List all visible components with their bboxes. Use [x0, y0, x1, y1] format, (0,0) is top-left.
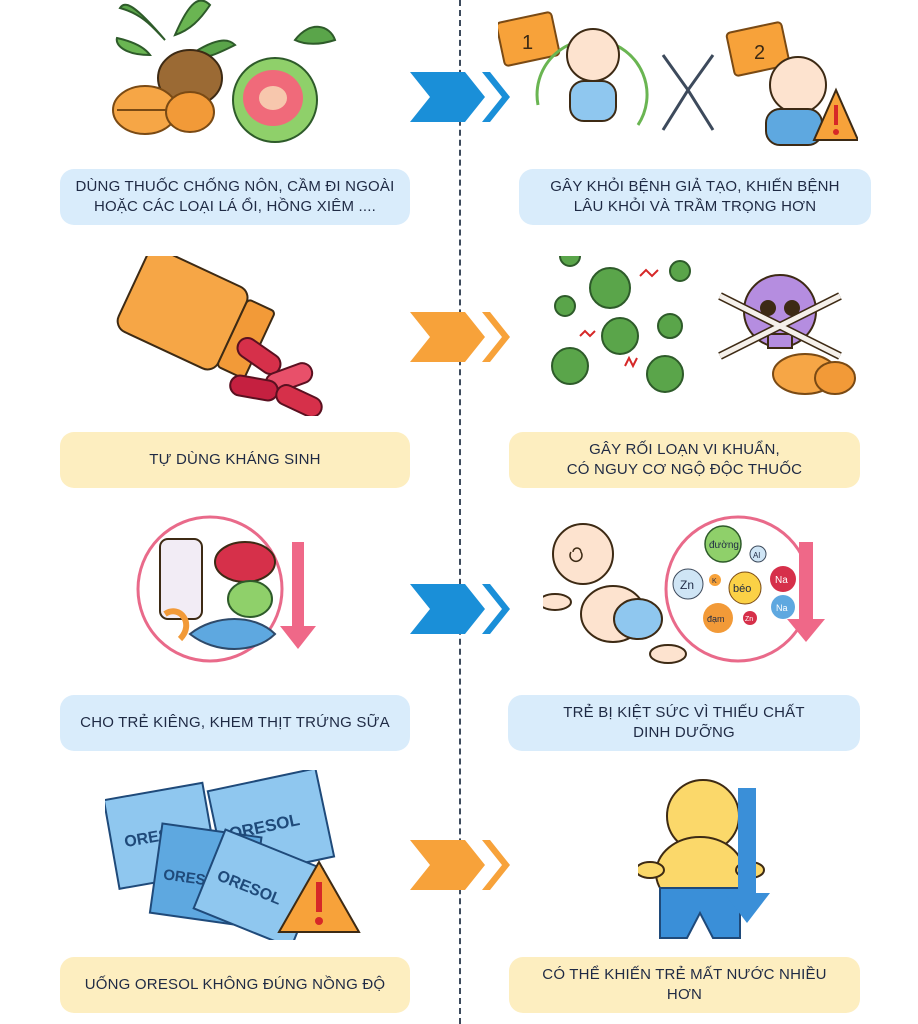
nutrient-dot [703, 603, 733, 633]
svg-text:Al: Al [753, 551, 760, 560]
svg-text:2: 2 [754, 42, 765, 64]
baby-body-icon [569, 80, 617, 122]
svg-text:đạm: đạm [707, 614, 725, 624]
sick-baby-head-icon [769, 56, 827, 114]
calendar-icon [725, 21, 791, 77]
svg-text:Na: Na [775, 575, 788, 586]
bacteria-icon [551, 347, 589, 385]
bacteria-icon [559, 256, 581, 267]
fish-icon [188, 618, 277, 650]
bacteria-icon [657, 313, 683, 339]
nutrient-dot [672, 568, 704, 600]
cause-text: CHO TRẺ KIÊNG, KHEM THỊT TRỨNG SỮA [80, 714, 390, 731]
diaper-icon [613, 598, 663, 640]
center-divider [459, 0, 461, 1024]
chevron-arrow-icon [410, 584, 510, 639]
cause-label-4: UỐNG ORESOL KHÔNG ĐÚNG NỒNG ĐỘ [60, 957, 410, 1013]
chevron-arrow-icon [410, 72, 510, 127]
svg-text:Na: Na [776, 603, 788, 613]
cause-label-1: DÙNG THUỐC CHỐNG NÔN, CẦM ĐI NGOÀI HOẶC … [60, 169, 410, 225]
antibiotic-bottle-illustration [105, 256, 335, 416]
nutrient-dot [704, 525, 742, 563]
vegetable-icon [227, 580, 273, 618]
effect-text: CÓ THỂ KHIẾN TRẺ MẤT NƯỚC NHIỀU HƠN [542, 966, 827, 1003]
baby-head-icon [566, 28, 620, 82]
cross-lines-icon [661, 54, 715, 131]
effect-text: GÂY RỐI LOẠN VI KHUẨN, CÓ NGUY CƠ NGỘ ĐỘ… [566, 441, 803, 478]
down-arrow-icon [799, 542, 813, 624]
effect-label-3: TRẺ BỊ KIỆT SỨC VÌ THIẾU CHẤT DINH DƯỠNG [508, 695, 860, 751]
bacteria-icon [669, 260, 691, 282]
milk-bottle-icon [159, 538, 203, 620]
row-2: TỰ DÙNG KHÁNG SINH GÂY RỐI LOẠN VI KHUẨN… [0, 256, 918, 512]
bacteria-poison-illustration [540, 256, 860, 406]
svg-text:đường: đường [709, 540, 739, 551]
nutrient-dot [728, 571, 762, 605]
cause-text: TỰ DÙNG KHÁNG SINH [149, 451, 321, 468]
food-restriction-illustration [135, 514, 335, 664]
dehydrated-baby-illustration [638, 778, 788, 948]
nutrient-dot [770, 566, 796, 592]
shrimp-icon [163, 608, 190, 642]
svg-text:béo: béo [733, 583, 751, 595]
baby-head-icon [552, 523, 614, 585]
nutrient-dot [743, 611, 757, 625]
oresol-packets-illustration: ORES ORESOL ORESOL ORESOL [105, 770, 365, 940]
pill-icon [814, 361, 856, 395]
svg-text:Zn: Zn [745, 616, 753, 623]
guava-leaf-icon [293, 25, 337, 45]
leaf-icon [115, 36, 152, 57]
calendar-icon [498, 11, 561, 67]
leaf-icon [173, 0, 212, 37]
leaf-icon [118, 3, 166, 41]
bacteria-icon [589, 267, 631, 309]
exhausted-baby-illustration: đường Al Zn K béo Na đạm Zn Na [543, 514, 833, 684]
fake-recovery-illustration: 1 2 [498, 5, 858, 155]
antidiarrheal-leaves-illustration [105, 0, 345, 150]
cause-text: DÙNG THUỐC CHỐNG NÔN, CẦM ĐI NGOÀI HOẶC … [75, 178, 395, 215]
row-1: 1 2 DÙNG THUỐC CHỐNG NÔN, CẦM ĐI NGOÀI H… [0, 0, 918, 256]
svg-text:1: 1 [522, 32, 533, 54]
cause-label-2: TỰ DÙNG KHÁNG SINH [60, 432, 410, 488]
bacteria-icon [601, 317, 639, 355]
chevron-arrow-icon [410, 840, 510, 895]
row-3: đường Al Zn K béo Na đạm Zn Na [0, 512, 918, 768]
down-arrow-icon [292, 542, 304, 632]
effect-text: TRẺ BỊ KIỆT SỨC VÌ THIẾU CHẤT DINH DƯỠNG [563, 704, 805, 741]
cause-label-3: CHO TRẺ KIÊNG, KHEM THỊT TRỨNG SỮA [60, 695, 410, 751]
meat-icon [214, 541, 276, 583]
effect-label-1: GÂY KHỎI BỆNH GIẢ TẠO, KHIẾN BỆNH LÂU KH… [519, 169, 871, 225]
bacteria-icon [554, 295, 576, 317]
nutrient-dot [749, 545, 767, 563]
capsule-icon [236, 336, 282, 376]
down-arrow-icon [738, 788, 756, 898]
dizzy-eye-icon [569, 547, 583, 562]
effect-label-4: CÓ THỂ KHIẾN TRẺ MẤT NƯỚC NHIỀU HƠN [509, 957, 860, 1013]
capsule-icon [275, 384, 323, 416]
cause-text: UỐNG ORESOL KHÔNG ĐÚNG NỒNG ĐỘ [84, 976, 386, 993]
row-4: ORES ORESOL ORESOL ORESOL [0, 768, 918, 1024]
pill-icon [165, 91, 215, 133]
nutrient-dot [771, 595, 795, 619]
svg-text:Zn: Zn [680, 578, 694, 592]
chevron-arrow-icon [410, 312, 510, 367]
svg-text:K: K [712, 578, 717, 585]
effect-text: GÂY KHỎI BỆNH GIẢ TẠO, KHIẾN BỆNH LÂU KH… [550, 178, 840, 215]
nutrient-dot [709, 574, 721, 586]
bacteria-icon [646, 355, 684, 393]
effect-label-2: GÂY RỐI LOẠN VI KHUẨN, CÓ NGUY CƠ NGỘ ĐỘ… [509, 432, 860, 488]
